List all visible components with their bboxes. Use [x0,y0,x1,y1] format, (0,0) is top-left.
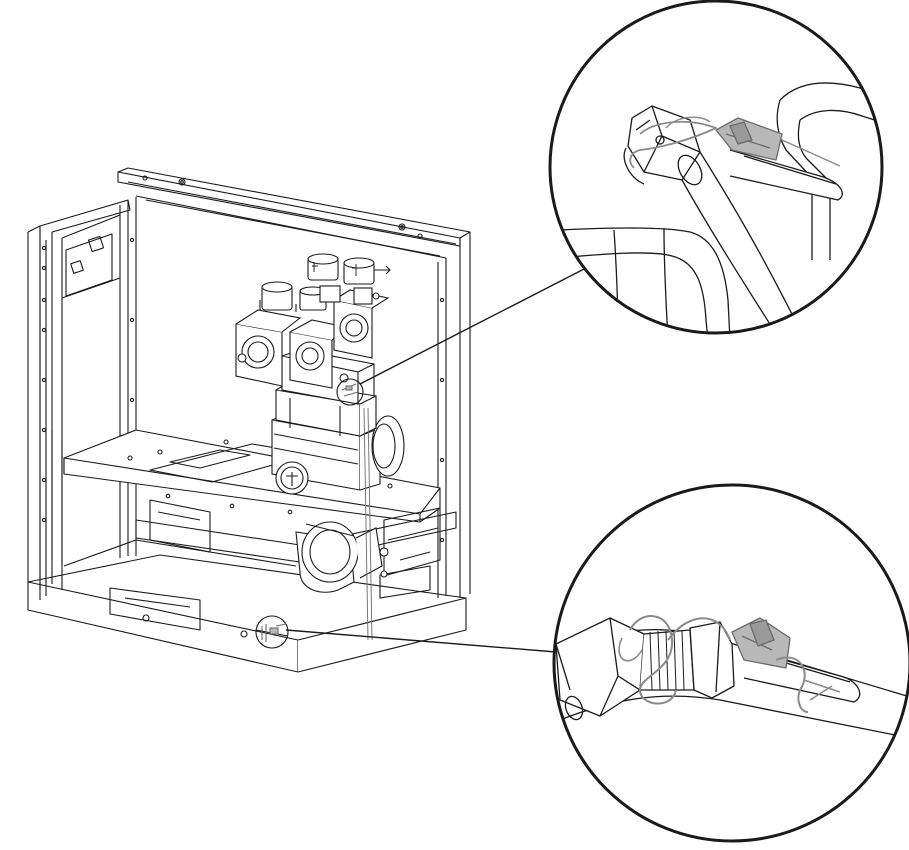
upper-seal-detail [548,0,884,335]
dispenser-frame [27,167,471,673]
callout-leader-lines [285,267,587,653]
upper-seal-point [336,378,364,406]
lower-seal-detail [552,483,909,843]
lower-seal-point [240,615,289,649]
pump-motor [295,521,389,593]
solenoid-valves [235,253,391,389]
